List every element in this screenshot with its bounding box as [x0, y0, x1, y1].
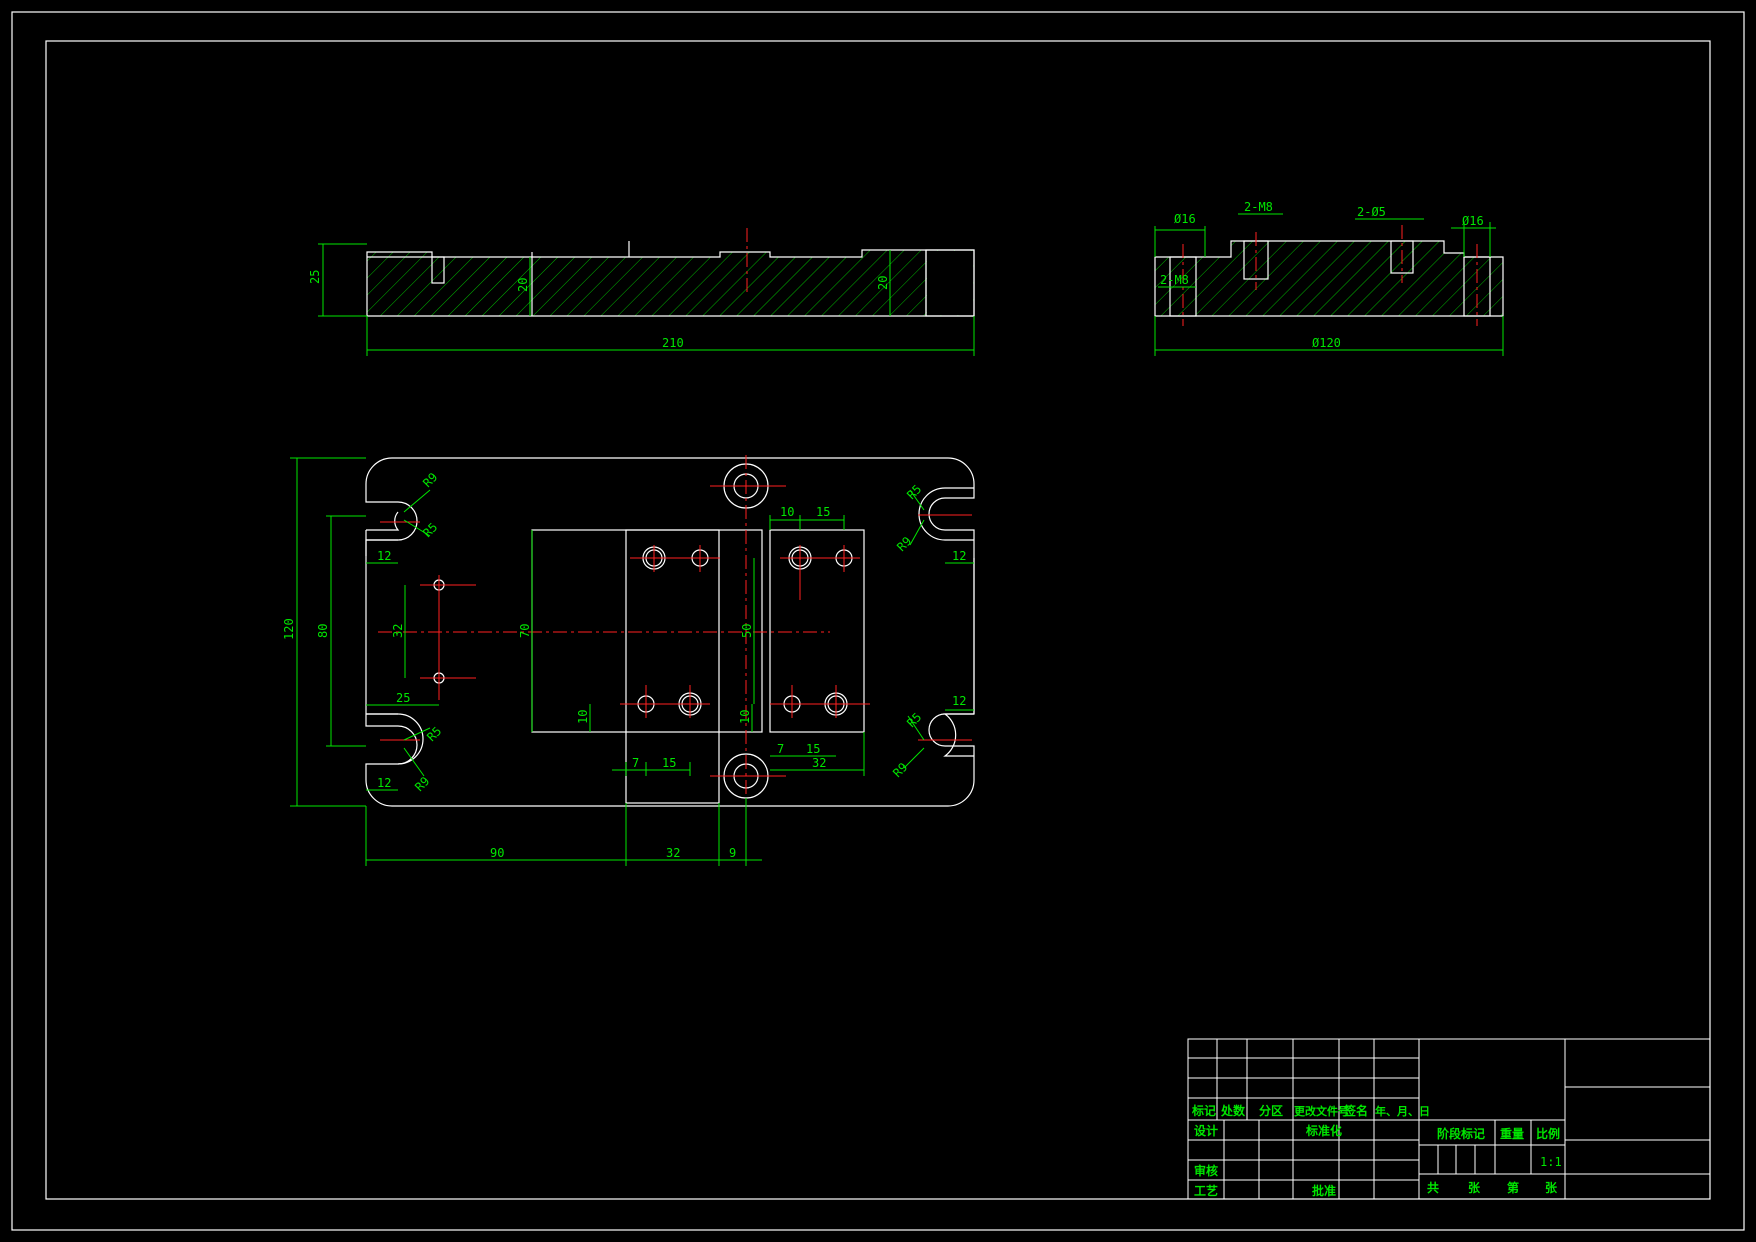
dim-pin-spacing: 32	[391, 624, 405, 638]
dim-r-tr-a: R5	[904, 482, 924, 502]
dim-front-depth-left: 20	[516, 278, 530, 292]
top-view: R9 R5 R5 R9 R5 R9 R5 R9 12 12 12 12 120 …	[282, 455, 975, 866]
dim-top-15: 15	[816, 505, 830, 519]
front-view: 25 20 20 210	[308, 228, 975, 356]
dim-front-height: 25	[308, 270, 322, 284]
dim-r-bl-a: R5	[424, 724, 444, 744]
side-view: Ø16 2-M8 2-Ø5 Ø16 2-M8 Ø120	[1154, 200, 1504, 356]
tb-date: 年、月、日	[1375, 1104, 1430, 1118]
tb-weight: 重量	[1500, 1126, 1524, 1141]
tb-process: 工艺	[1194, 1183, 1218, 1198]
tb-check: 审核	[1194, 1163, 1218, 1178]
dim-side-bore-left: Ø16	[1174, 212, 1196, 226]
dim-pin-offset: 25	[396, 691, 410, 705]
dim-front-length: 210	[662, 336, 684, 350]
dim-side-thread-side: 2-M8	[1160, 273, 1189, 287]
tb-sign: 签名	[1343, 1103, 1368, 1118]
inner-border	[45, 40, 1711, 1200]
dim-base-90: 90	[490, 846, 504, 860]
dim-r-tl-b: R5	[420, 520, 440, 540]
outer-border	[11, 11, 1745, 1231]
dim-r-tl-a: R9	[420, 470, 440, 490]
tb-sheet-no: 第	[1507, 1180, 1519, 1195]
tb-docno: 更改文件号	[1294, 1104, 1349, 1118]
dim-top-10: 10	[780, 505, 794, 519]
tb-scale-value: 1:1	[1540, 1155, 1562, 1169]
dim-r-tr-b: R9	[894, 534, 914, 554]
dim-bottom-offset-right: 10	[738, 710, 752, 724]
dim-bottom-offset-left: 10	[576, 710, 590, 724]
dim-side-bore-right: Ø16	[1462, 214, 1484, 228]
dim-side-diameter: Ø120	[1312, 336, 1341, 350]
dim-base-32: 32	[666, 846, 680, 860]
dim-r-br-b: R9	[890, 760, 910, 780]
dim-side-thread-top: 2-M8	[1244, 200, 1273, 214]
dim-front-depth-right: 20	[876, 276, 890, 290]
tb-scale-label: 比例	[1536, 1126, 1560, 1141]
tb-design: 设计	[1194, 1123, 1218, 1138]
dim-side-hole-top: 2-Ø5	[1357, 205, 1386, 219]
tb-mark: 标记	[1191, 1103, 1216, 1118]
dim-r-bl-b: R9	[412, 774, 432, 794]
dim-top-height-inner: 80	[316, 624, 330, 638]
dim-pocket-height: 70	[518, 624, 532, 638]
tb-stage-mark: 阶段标记	[1437, 1126, 1485, 1141]
title-block: 标记 处数 分区 更改文件号 签名 年、月、日 设计 标准化 审核 工艺 批准 …	[1187, 1038, 1711, 1200]
dim-slot-tr: 12	[952, 549, 966, 563]
dim-slot-bl: 12	[377, 776, 391, 790]
dim-center-height: 50	[740, 624, 754, 638]
dim-bot-right-7: 7	[777, 742, 784, 756]
tb-qty: 处数	[1220, 1103, 1246, 1118]
dim-slot-br: 12	[952, 694, 966, 708]
dim-bot-right-15: 15	[806, 742, 820, 756]
tb-sheets-total: 共	[1427, 1180, 1439, 1195]
tb-approve: 批准	[1312, 1183, 1336, 1198]
dim-bot-right-32: 32	[812, 756, 826, 770]
dim-bot-left-15: 15	[662, 756, 676, 770]
dim-base-9: 9	[729, 846, 736, 860]
dim-top-height-total: 120	[282, 618, 296, 640]
tb-zone: 分区	[1259, 1103, 1283, 1118]
dim-r-br-a: R5	[904, 710, 924, 730]
dim-slot-tl: 12	[377, 549, 391, 563]
tb-standard: 标准化	[1305, 1123, 1342, 1138]
tb-sheets-unit: 张	[1468, 1180, 1481, 1195]
dim-bot-left-7: 7	[632, 756, 639, 770]
tb-sheet-unit: 张	[1545, 1180, 1558, 1195]
